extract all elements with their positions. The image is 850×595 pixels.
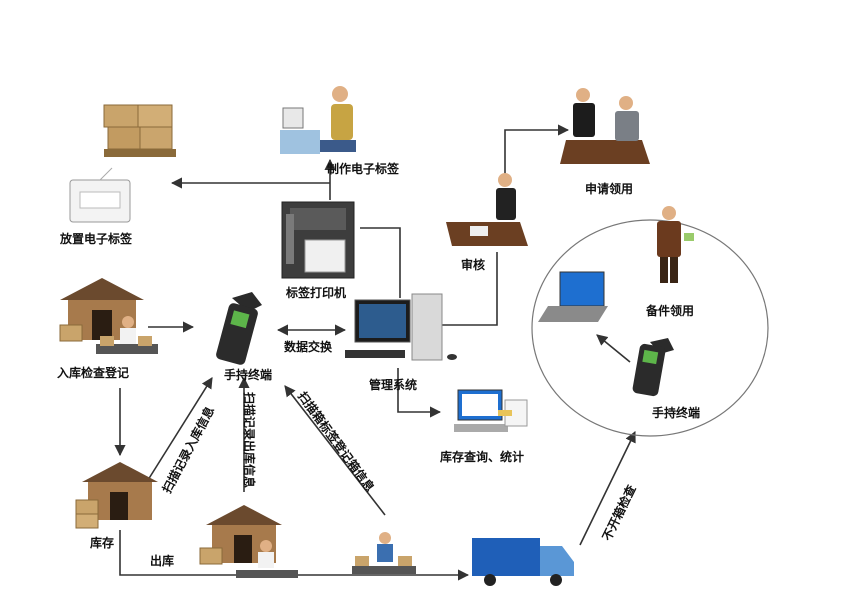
arrow-review-to-apply bbox=[504, 124, 570, 178]
label-place-electronic-label: 放置电子标签 bbox=[60, 232, 133, 246]
truck-icon bbox=[472, 538, 574, 586]
arrow-worker-to-handheld bbox=[284, 385, 386, 516]
review-person-icon bbox=[446, 173, 528, 246]
arrow-handheld-to-laptop bbox=[596, 334, 631, 363]
label-handheld-center: 手持终端 bbox=[224, 368, 273, 382]
label-inventory-query: 库存查询、统计 bbox=[440, 450, 525, 464]
connectors bbox=[114, 124, 636, 581]
circle-region bbox=[531, 219, 769, 437]
electronic-label-card-icon bbox=[69, 167, 131, 223]
handheld-terminal-icon bbox=[216, 292, 262, 365]
apply-people-icon bbox=[560, 88, 650, 164]
arrow-mgmt-to-inventory bbox=[397, 368, 442, 418]
label-apply-pickup: 申请领用 bbox=[585, 182, 634, 196]
label-mgmt-system: 管理系统 bbox=[369, 378, 418, 392]
label-stock: 库存 bbox=[90, 536, 115, 550]
warehouse-inbound-icon bbox=[59, 278, 158, 354]
management-computer-icon bbox=[345, 293, 457, 361]
label-outbound: 出库 bbox=[150, 554, 175, 568]
person-computer-icon bbox=[280, 86, 356, 154]
label-label-printer: 标签打印机 bbox=[286, 286, 347, 300]
label-data-exchange: 数据交换 bbox=[284, 340, 333, 354]
line-printer-to-mgmt bbox=[360, 227, 401, 298]
label-spare-pickup: 备件领用 bbox=[646, 304, 695, 318]
conveyor-worker-icon bbox=[352, 532, 416, 574]
label-handheld-right: 手持终端 bbox=[652, 406, 701, 420]
label-review: 审核 bbox=[461, 258, 486, 272]
inventory-query-icon bbox=[454, 389, 528, 432]
warehouse-stock-icon bbox=[75, 462, 158, 529]
spare-person-icon bbox=[657, 206, 694, 283]
handheld-right-icon bbox=[632, 338, 674, 397]
laptop-icon bbox=[538, 271, 608, 322]
label-make-electronic-label: 制作电子标签 bbox=[327, 162, 400, 176]
line-mgmt-to-review bbox=[440, 252, 498, 326]
arrow-stock-to-truck bbox=[119, 530, 470, 581]
arrow-truck-to-handheld bbox=[579, 430, 636, 546]
label-inbound-check: 入库检查登记 bbox=[57, 366, 130, 380]
arrow-stock-to-handheld bbox=[147, 377, 213, 481]
label-printer-icon bbox=[281, 201, 355, 279]
warehouse-outbound-icon bbox=[199, 505, 298, 578]
edge-label-scan-outbound: 扫描记录出库信息 bbox=[242, 392, 256, 489]
boxes-pallet-icon bbox=[103, 104, 176, 157]
